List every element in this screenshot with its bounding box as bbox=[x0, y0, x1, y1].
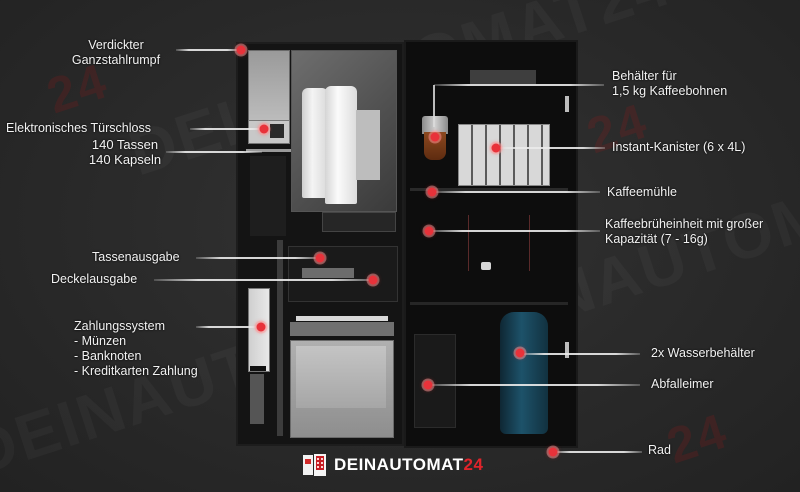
payment-lower bbox=[250, 374, 264, 424]
callout-line: Tassenausgabe bbox=[92, 250, 180, 264]
label-strip bbox=[322, 212, 396, 232]
brand-logo: DEINAUTOMAT24 bbox=[302, 452, 483, 478]
brand-name-accent: 24 bbox=[463, 455, 484, 474]
callout-line: - Kreditkarten Zahlung bbox=[74, 364, 198, 378]
marker-ganzstahlrumpf[interactable] bbox=[236, 45, 246, 55]
leader-line-wasserbehaelter bbox=[520, 353, 640, 355]
leader-line-zahlungssystem bbox=[196, 326, 260, 328]
shelf-bar bbox=[246, 149, 292, 152]
callout-line: - Banknoten bbox=[74, 349, 142, 363]
leader-line-kaffeemuehle bbox=[432, 191, 600, 193]
leader-line-abfalleimer bbox=[428, 384, 640, 386]
water-bottle bbox=[500, 312, 548, 434]
marker-instant-kanister[interactable] bbox=[491, 143, 501, 153]
callout-bohnenbehaelter: Behälter für 1,5 kg Kaffeebohnen bbox=[612, 69, 727, 99]
leader-line-ganzstahlrumpf bbox=[176, 49, 240, 51]
waste-bin bbox=[414, 334, 456, 428]
callout-tuerschloss: Elektronisches Türschloss bbox=[6, 121, 151, 136]
inner-plate bbox=[356, 110, 380, 180]
column-dark bbox=[250, 156, 286, 236]
brand-name-main: DEINAUTOMAT bbox=[334, 455, 464, 474]
callout-line: Verdickter bbox=[88, 38, 144, 52]
lock-keypad bbox=[270, 124, 284, 138]
cup-tube-1 bbox=[302, 88, 328, 198]
instant-canisters bbox=[458, 124, 550, 186]
marker-bohnenbehaelter[interactable] bbox=[430, 132, 440, 142]
leader-line-brueheinheit bbox=[428, 230, 600, 232]
rail bbox=[277, 240, 283, 436]
callout-instant-kanister: Instant-Kanister (6 x 4L) bbox=[612, 140, 745, 155]
callout-line: Instant-Kanister (6 x 4L) bbox=[612, 140, 746, 154]
tray-block bbox=[290, 322, 394, 336]
callout-line: Kaffeemühle bbox=[607, 185, 677, 199]
leader-line-rad bbox=[552, 451, 642, 453]
side-handle bbox=[565, 342, 569, 358]
callout-ganzstahlrumpf: Verdickter Ganzstahlrumpf bbox=[58, 38, 174, 68]
leader-line-bohnenbehaelter bbox=[434, 84, 604, 86]
marker-brueheinheit[interactable] bbox=[424, 226, 434, 236]
callout-line: Elektronisches Türschloss bbox=[6, 121, 151, 135]
callout-tassen-kapseln: 140 Tassen 140 Kapseln bbox=[82, 137, 168, 167]
callout-line: Abfalleimer bbox=[651, 377, 714, 391]
marker-wasserbehaelter[interactable] bbox=[515, 348, 525, 358]
leader-line-tassenausgabe bbox=[196, 257, 320, 259]
coin-slot bbox=[250, 366, 266, 371]
marker-abfalleimer[interactable] bbox=[423, 380, 433, 390]
callout-line: Kapazität (7 - 16g) bbox=[605, 232, 708, 246]
callout-line: 140 Tassen bbox=[91, 137, 159, 152]
callout-line: Behälter für bbox=[612, 69, 677, 83]
brew-unit bbox=[468, 215, 530, 271]
callout-line: Rad bbox=[648, 443, 671, 457]
callout-line: Kaffeebrüheinheit mit großer bbox=[605, 217, 764, 231]
callout-line: 2x Wasserbehälter bbox=[651, 346, 755, 360]
callout-zahlungssystem: Zahlungssystem - Münzen - Banknoten - Kr… bbox=[74, 319, 198, 379]
callout-tassenausgabe: Tassenausgabe bbox=[92, 250, 180, 265]
top-block bbox=[470, 70, 536, 84]
callout-rad: Rad bbox=[648, 443, 671, 458]
leader-line-instant-kanister bbox=[495, 147, 605, 149]
leader-line-deckelausgabe bbox=[154, 279, 376, 281]
callout-line: Deckelausgabe bbox=[51, 272, 138, 286]
callout-line: 1,5 kg Kaffeebohnen bbox=[612, 84, 728, 98]
callout-line: Ganzstahlrumpf bbox=[71, 53, 161, 67]
lid-dispenser bbox=[302, 268, 354, 278]
brand-name: DEINAUTOMAT24 bbox=[334, 455, 483, 475]
marker-deckelausgabe[interactable] bbox=[368, 275, 378, 285]
watermark-accent: 24 bbox=[660, 402, 735, 475]
marker-tuerschloss[interactable] bbox=[259, 124, 269, 134]
callout-line: 140 Kapseln bbox=[88, 152, 162, 167]
callout-kaffeemuehle: Kaffeemühle bbox=[607, 185, 677, 200]
marker-zahlungssystem[interactable] bbox=[256, 322, 266, 332]
callout-line: - Münzen bbox=[74, 334, 127, 348]
brewer-shelf bbox=[410, 188, 568, 191]
callout-line: Zahlungssystem bbox=[74, 319, 166, 333]
bean-hopper-body bbox=[424, 132, 446, 160]
leader-line-tuerschloss bbox=[190, 128, 266, 130]
callout-abfalleimer: Abfalleimer bbox=[651, 377, 714, 392]
leader-line-bohnenbehaelter-vertical bbox=[433, 85, 435, 127]
marker-tassenausgabe[interactable] bbox=[315, 253, 325, 263]
leader-line-tassen-kapseln bbox=[166, 151, 262, 153]
cup-tube-2 bbox=[325, 86, 357, 204]
tray-bar bbox=[296, 316, 388, 321]
lower-shelf bbox=[410, 302, 568, 305]
bean-hopper bbox=[422, 116, 448, 134]
marker-rad[interactable] bbox=[548, 447, 558, 457]
callout-deckelausgabe: Deckelausgabe bbox=[51, 272, 137, 287]
callout-brueheinheit: Kaffeebrüheinheit mit großer Kapazität (… bbox=[605, 217, 763, 247]
lower-compartment-inner bbox=[296, 346, 386, 408]
brew-nozzle bbox=[481, 262, 491, 270]
vending-machine-icon bbox=[303, 454, 326, 476]
marker-kaffeemuehle[interactable] bbox=[427, 187, 437, 197]
side-handle bbox=[565, 96, 569, 112]
callout-wasserbehaelter: 2x Wasserbehälter bbox=[651, 346, 755, 361]
control-column-top bbox=[248, 50, 290, 124]
